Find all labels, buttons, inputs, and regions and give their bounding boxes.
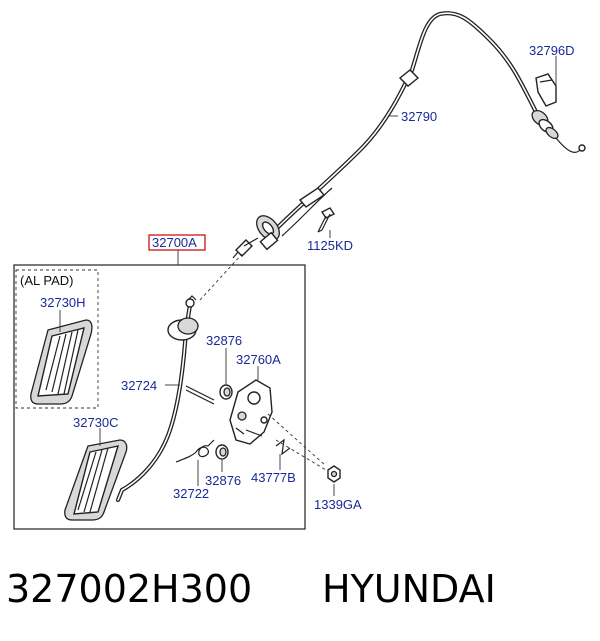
cable-bracket <box>535 73 557 107</box>
nut-1339ga <box>327 465 341 483</box>
label-32796d: 32796D <box>529 43 575 58</box>
label-32876-upper: 32876 <box>206 333 242 348</box>
al-pad-frame <box>15 269 99 409</box>
al-pedal-pad <box>30 319 93 405</box>
return-spring <box>175 439 215 463</box>
highlight-box-32700a <box>148 234 206 251</box>
label-32722: 32722 <box>173 486 209 501</box>
rubber-pedal-pad <box>64 439 128 521</box>
label-al-pad: (AL PAD) <box>20 273 73 288</box>
label-1339ga: 1339GA <box>314 497 362 512</box>
bushing-upper <box>219 384 233 400</box>
pedal-arm <box>115 295 215 503</box>
accelerator-cable <box>232 11 586 259</box>
pedal-assembly-frame <box>13 264 306 530</box>
throttle-end-fitting <box>531 109 586 153</box>
bolt-1125kd <box>317 207 336 233</box>
cable-grommet <box>256 215 280 251</box>
cable-end-fitting <box>232 237 259 259</box>
label-1125kd: 1125KD <box>307 238 353 253</box>
footer-brand: HYUNDAI <box>322 567 496 611</box>
label-32730h: 32730H <box>40 295 86 310</box>
pedal-bracket <box>229 379 273 445</box>
footer-part-number: 327002H300 <box>6 567 252 611</box>
label-32730c: 32730C <box>73 415 119 430</box>
clip-43777b <box>275 438 291 456</box>
label-32760a: 32760A <box>236 352 281 367</box>
label-32790: 32790 <box>401 109 437 124</box>
label-43777b: 43777B <box>251 470 296 485</box>
label-32724: 32724 <box>121 378 157 393</box>
label-32876-lower: 32876 <box>205 473 241 488</box>
bushing-lower <box>215 444 229 460</box>
label-32700a: 32700A <box>152 235 197 250</box>
